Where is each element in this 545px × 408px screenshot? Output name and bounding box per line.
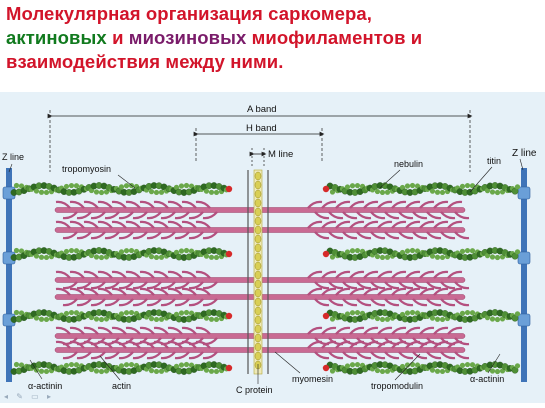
m-line-bead [254,189,262,199]
m-line-bead [254,306,262,316]
m-line-label: M line [268,149,293,160]
m-line-bead [254,225,262,235]
title-and-word: и [106,27,129,48]
title-actin-word: актиновых [6,27,107,48]
label-leaders [8,158,524,384]
title-myosin-word: миозиновых [128,27,247,48]
m-line-marker: M line [249,148,293,166]
m-line-bead [254,243,262,253]
title-myofilament-word: миофиламентов и [246,27,423,48]
actin-filament-right-1 [322,247,521,261]
m-line-bead [254,180,262,190]
a-band-label: A band [247,104,277,115]
m-line-structure [247,169,269,375]
actin-filament-left-1 [10,247,233,261]
m-line-bead [254,351,262,361]
c-protein-label: C protein [236,385,273,395]
title-line-3: взаимодействия между ними. [6,51,284,72]
actin-filament-left-0 [10,182,233,196]
h-band-label: H band [246,123,277,134]
actin-filament-left-3 [10,361,233,375]
m-line-bead [254,342,262,352]
alpha-actinin-right-label: α-actinin [470,374,504,384]
m-line-bead [254,234,262,244]
slide-title: Молекулярная организация саркомера, акти… [6,2,541,74]
title-line-1: Молекулярная организация саркомера, [6,3,373,24]
title-line-2: актиновых и миозиновых миофиламентов и [6,26,541,50]
m-line-bead [254,171,262,181]
m-line-bead [254,297,262,307]
m-line-bead [254,270,262,280]
titin-label: titin [487,156,501,166]
actin-filament-right-2 [322,309,521,323]
filament-lattice [10,182,521,375]
m-line-bead [254,279,262,289]
actin-filament-left-2 [10,309,233,323]
m-line-bead [254,333,262,343]
actin-filament-right-3 [322,361,521,375]
sarcomere-diagram: A band H band M line [2,104,537,395]
z-line-right-label: Z line [512,148,537,159]
slide-nav-controls[interactable]: ◂ ✎ ▭ ▸ [4,392,54,401]
m-line-bead [254,207,262,217]
z-disc-right [517,168,531,382]
m-line-bead [254,216,262,226]
m-line-bead [254,288,262,298]
actin-filament-right-0 [322,182,521,196]
m-line-bead [254,198,262,208]
alpha-actinin-left-label: α-actinin [28,381,62,391]
tropomodulin-label: tropomodulin [371,381,423,391]
z-line-left-label: Z line [2,152,24,162]
m-line-bead [254,252,262,262]
h-band-marker: H band [193,123,325,162]
m-line-bead [254,324,262,334]
actin-label: actin [112,381,131,391]
myomesin-label: myomesin [292,374,333,384]
m-line-bead [254,315,262,325]
sarcomere-figure-panel: A band H band M line [0,92,545,403]
z-disc-left [2,168,16,382]
nebulin-label: nebulin [394,159,423,169]
a-band-marker: A band [47,104,473,172]
tropomyosin-label: tropomyosin [62,164,111,174]
myosin-filament-3 [54,287,470,307]
m-line-bead [254,261,262,271]
